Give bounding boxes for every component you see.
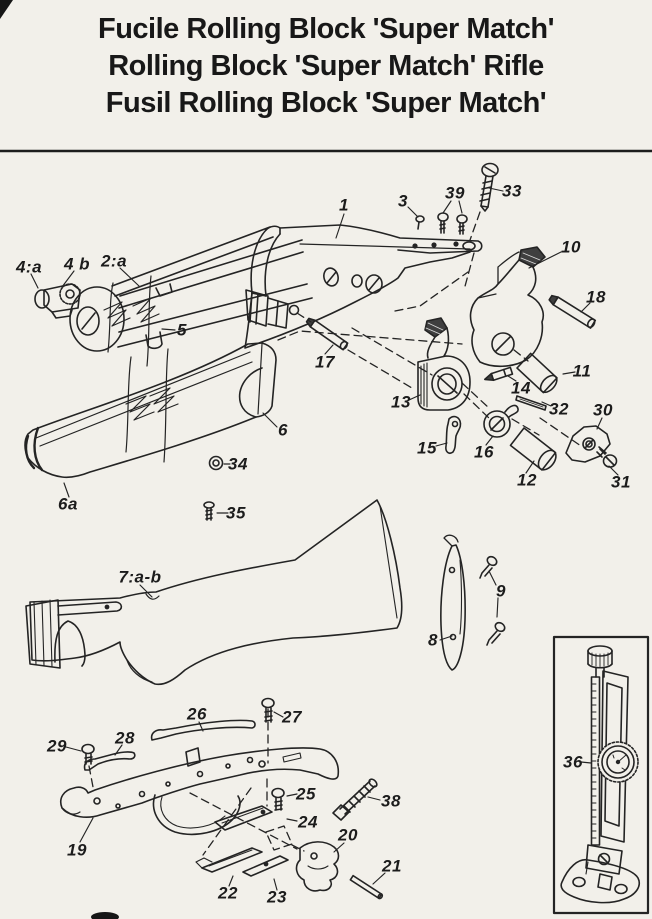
inset-box xyxy=(552,635,650,915)
part-screw-35 xyxy=(203,501,215,521)
part-diopter-sight xyxy=(560,645,640,904)
part-screw-27 xyxy=(261,697,275,723)
part-stock xyxy=(25,499,403,686)
part-trigger-guard xyxy=(59,747,340,836)
title-line-italian: Fucile Rolling Block 'Super Match' xyxy=(97,13,555,45)
part-pin-18 xyxy=(548,294,597,329)
part-front-sight xyxy=(34,283,81,319)
title-line-french: Fusil Rolling Block 'Super Match' xyxy=(105,87,547,119)
part-barrel xyxy=(69,226,313,367)
part-pin-11 xyxy=(516,352,558,394)
part-ring-16 xyxy=(483,404,519,438)
leader-lines xyxy=(30,187,619,891)
page-title: Fucile Rolling Block 'Super Match' Rolli… xyxy=(0,11,652,122)
part-spring-26 xyxy=(150,719,256,741)
part-pin-21 xyxy=(349,874,384,900)
part-screw-34 xyxy=(208,455,224,471)
part-extractor-30 xyxy=(565,425,611,463)
part-plate-24 xyxy=(214,805,273,831)
part-sling-stud xyxy=(145,331,163,350)
part-screw-38 xyxy=(332,778,378,821)
part-receiver xyxy=(244,224,483,349)
part-screw-25 xyxy=(271,787,285,811)
part-screw-33 xyxy=(479,162,499,212)
part-trigger-15 xyxy=(445,415,462,454)
part-screws-39 xyxy=(437,212,468,235)
part-screw-29 xyxy=(81,743,95,765)
part-pin-17 xyxy=(305,317,349,351)
part-bar-23 xyxy=(242,855,289,877)
part-bar-22 xyxy=(195,847,263,873)
part-forend xyxy=(24,342,277,479)
part-breechblock xyxy=(417,317,471,411)
scan-artifacts xyxy=(0,0,119,919)
part-screw-31 xyxy=(596,446,618,468)
part-sear-20 xyxy=(295,841,340,892)
part-screw-3 xyxy=(415,215,425,230)
title-line-english: Rolling Block 'Super Match' Rifle xyxy=(108,50,544,82)
part-hammer xyxy=(469,246,546,368)
projection-lines xyxy=(88,211,582,856)
part-pin-12 xyxy=(509,427,557,471)
part-buttplate xyxy=(440,534,466,671)
part-buttplate-screws xyxy=(479,555,506,646)
part-spring-32 xyxy=(515,395,547,411)
part-firing-pin-14 xyxy=(483,366,514,382)
